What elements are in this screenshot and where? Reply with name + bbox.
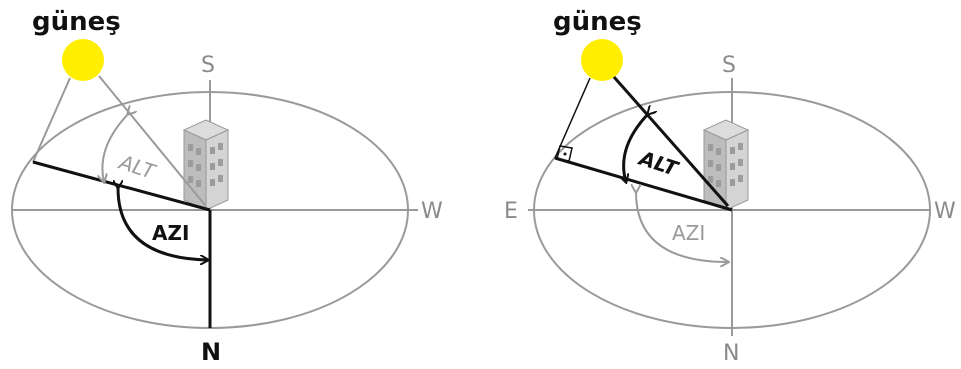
right-sun-label: güneş — [553, 7, 642, 37]
left-alt-label: ALT — [115, 149, 160, 184]
left-sun-label: güneş — [32, 7, 121, 37]
right-angle-dot — [564, 153, 567, 156]
right-diagram: ALT AZI güneş S E W N — [504, 7, 956, 366]
right-azi-label: AZI — [672, 221, 705, 245]
right-dir-e: E — [504, 199, 518, 224]
left-dir-s: S — [201, 53, 215, 78]
left-dir-w: W — [421, 199, 443, 224]
right-building-icon — [704, 120, 748, 210]
left-dir-n: N — [201, 338, 221, 366]
right-dir-n: N — [723, 341, 739, 366]
left-sun-drop-line — [33, 78, 70, 162]
left-sun-icon — [62, 39, 104, 81]
right-alt-label: ALT — [635, 145, 682, 181]
right-sun-icon — [581, 39, 623, 81]
left-building-icon — [184, 120, 228, 210]
left-azi-label: AZI — [152, 221, 189, 245]
right-dir-w: W — [934, 199, 956, 224]
right-dir-s: S — [722, 53, 736, 78]
left-diagram: ALT AZI güneş S W N — [12, 7, 443, 366]
